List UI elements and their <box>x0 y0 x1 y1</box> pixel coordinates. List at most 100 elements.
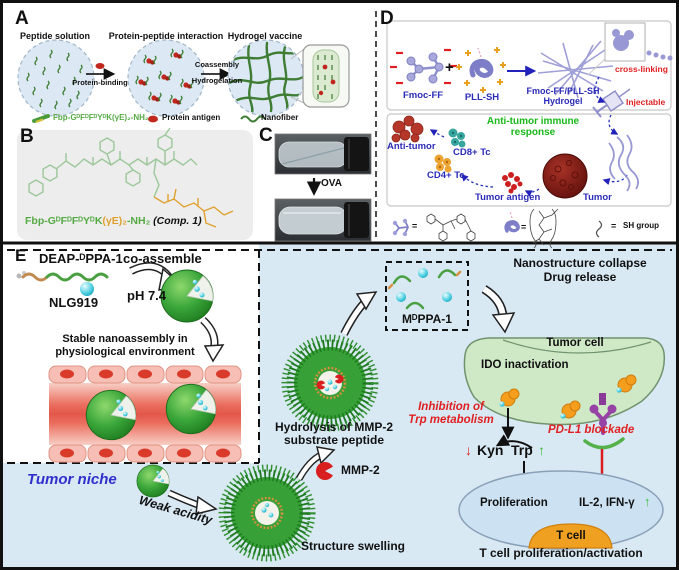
collapse-line1: Nanostructure collapse <box>513 256 647 270</box>
inhibition-line1: Inhibition of <box>418 401 484 413</box>
ova-label: OVA <box>321 178 342 189</box>
panel-a-label: A <box>15 8 29 29</box>
legend-sh-squiggle <box>595 220 603 238</box>
injected-gel <box>608 134 639 192</box>
deap-peptide-squiggle <box>16 271 109 282</box>
inhibition-line2: Trp metabolism <box>408 414 494 426</box>
arrow2-label-line1: Coassembly <box>194 60 240 69</box>
pll-sh-label: PLL-SH <box>464 92 500 103</box>
compound-prefix: Fbp-GᴰFᴰFᴰYᴰK <box>25 215 103 227</box>
tumor-sphere <box>542 153 588 199</box>
compound-name: (Comp. 1) <box>150 215 202 227</box>
immune-response-line2: response <box>510 127 556 138</box>
tumor-antigen-label: Tumor antigen <box>475 192 541 203</box>
mmp2-enzyme-icon <box>316 462 338 480</box>
stable-line2: physiological environment <box>55 346 195 358</box>
compound-gamma-tail <box>153 188 234 228</box>
coassemble-label: co-assemble <box>123 251 202 266</box>
legend-pllsh-icon <box>504 210 520 233</box>
nanoparticle <box>160 269 214 323</box>
fmoc-ff-label: Fmoc-FF <box>402 90 444 101</box>
product-label-line1: Fmoc-FF/PLL-SH <box>526 86 600 96</box>
legend-antigen-icon <box>148 115 158 123</box>
pd1-antibody <box>583 393 625 450</box>
anti-tumor-cells <box>391 115 424 143</box>
hydrolysis-line2: substrate peptide <box>283 433 385 447</box>
tumor-antigen-cluster <box>502 172 523 194</box>
cd8-label: CD8+ Tc <box>453 147 491 158</box>
legend-fmocff-structure <box>426 213 476 242</box>
immune-response-line1: Anti-tumor immune <box>486 116 580 127</box>
panel-b-label: B <box>20 126 34 147</box>
weak-acidity-arrow <box>167 489 218 515</box>
cd4-label: CD4+ Tc <box>427 170 465 181</box>
plus-sign: + <box>445 59 454 76</box>
swollen-nanostructure <box>218 464 316 562</box>
ido-label: IDO inactivation <box>481 359 569 371</box>
ido-enzymes <box>499 374 637 419</box>
released-drug-box <box>385 261 469 331</box>
figure-graphics <box>3 11 676 567</box>
compound-gamma: (γE)₂ <box>102 215 127 227</box>
hydrogel-network <box>537 40 614 99</box>
nlg919-label: NLG919 <box>49 295 99 310</box>
hydrolysis-line1: Hydrolysis of MMP-2 <box>274 420 394 434</box>
injectable-label: Injectable <box>626 97 666 107</box>
cd8-cells <box>448 128 466 148</box>
fmoc-ff-molecule <box>390 48 457 85</box>
kyn-down-arrow: ↓ <box>465 442 472 458</box>
hydrolysis-arrow <box>295 446 336 481</box>
protein-peptide-circle <box>127 39 205 117</box>
legend-pll-structure <box>529 208 559 249</box>
arrow1-label: Protein-binding <box>72 78 128 87</box>
panel-e-label: E <box>15 246 27 265</box>
legend-nanofiber-icon <box>240 115 266 123</box>
tcell-caption: T cell proliferation/activation <box>479 546 643 560</box>
crosslink-inset <box>587 22 673 76</box>
cytokines-label: IL-2, IFN-γ <box>579 497 635 509</box>
release-arrow <box>340 291 378 336</box>
kyn-label: Kyn <box>477 442 504 458</box>
pll-sh-molecule <box>456 47 506 93</box>
antitumor-label: Anti-tumor <box>387 141 436 152</box>
legend-peptide-icon <box>32 114 50 123</box>
panel-c-label: C <box>259 125 273 146</box>
legend-antigen-label: Protein antigen <box>162 113 221 122</box>
deap-ppa1-label: DEAP-ᴰPPA-1 <box>39 251 123 266</box>
pdl1-label: PD-L1 blockade <box>548 424 635 436</box>
hydrogel-circle <box>227 39 305 117</box>
ph-label: pH 7.4 <box>127 288 167 303</box>
mmp2-label: MMP-2 <box>341 463 380 477</box>
hydrolyzed-nanostructure <box>281 334 379 432</box>
compound-suffix: -NH₂ <box>126 215 151 227</box>
step2-title: Protein-peptide interaction <box>108 31 224 41</box>
proliferation-label: Proliferation <box>480 497 548 509</box>
arrow2-label-line2: Hydrogelation <box>191 76 243 85</box>
crosslinking-label: cross-linking <box>615 64 668 74</box>
stable-line1: Stable nanoassembly in <box>62 333 188 345</box>
compound-label: Fbp-GᴰFᴰFᴰYᴰK(γE)₂-NH₂ (Comp. 1) <box>25 215 202 227</box>
trp-to-kyn-arc <box>495 434 533 449</box>
product-label-line2: Hydrogel <box>543 96 583 106</box>
tumor-niche-label: Tumor niche <box>27 471 117 488</box>
peptide-solution-circle <box>17 39 95 117</box>
syringe-icon <box>592 88 631 118</box>
vial-photo-before <box>274 133 372 175</box>
cd4-cells <box>434 154 452 173</box>
tumor-cell-label: Tumor cell <box>546 337 604 349</box>
t-cell-shape <box>458 470 664 550</box>
blood-vessel <box>48 365 242 463</box>
stable-arrow <box>200 317 225 363</box>
vial-photo-after <box>274 198 372 242</box>
trp-label: Trp <box>511 442 533 458</box>
binding-arrow <box>86 63 116 80</box>
collapse-line2: Drug release <box>543 270 617 284</box>
legend-eq3: = <box>611 221 617 231</box>
sh-group-label: SH group <box>623 221 659 230</box>
nlg919-sphere <box>80 282 94 296</box>
swelling-label: Structure swelling <box>300 539 406 553</box>
tumor-label: Tumor <box>583 192 612 203</box>
step1-title: Peptide solution <box>19 31 91 41</box>
compound-structure <box>28 127 198 198</box>
